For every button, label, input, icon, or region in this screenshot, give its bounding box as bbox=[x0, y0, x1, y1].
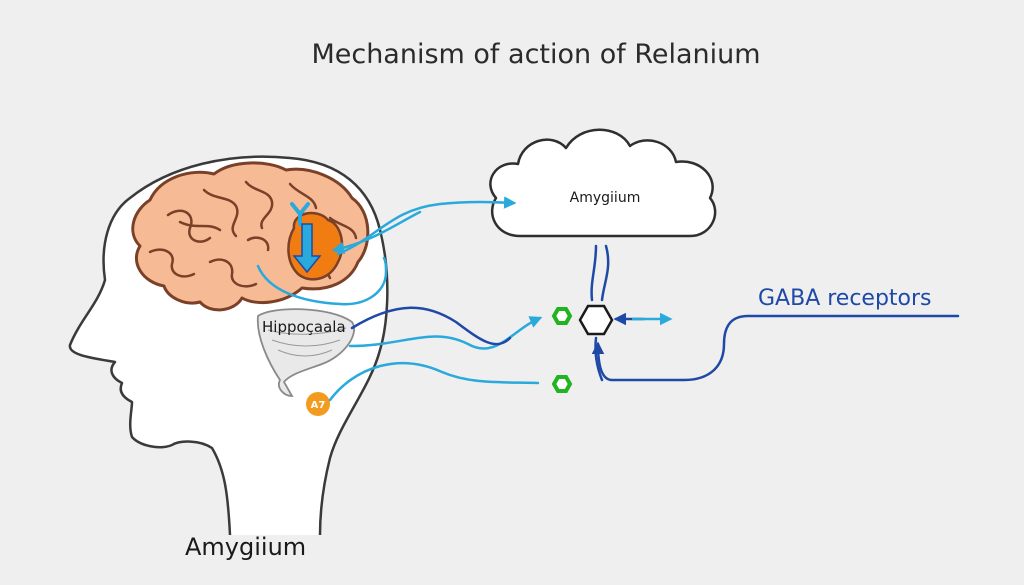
light-blue-pathways bbox=[256, 196, 543, 402]
amygdala-node bbox=[306, 392, 330, 416]
hippocampus-texture bbox=[267, 327, 347, 357]
diagram-title: Mechanism of action of Relanium bbox=[311, 39, 760, 70]
hippocampus: Hippoçaala bbox=[256, 308, 355, 397]
brain bbox=[131, 161, 370, 312]
receptor-y-icon bbox=[290, 202, 310, 226]
bottom-amygdala-label: Amygiium bbox=[185, 533, 306, 561]
dark-blue-pathways bbox=[350, 244, 960, 382]
curve-brain-loop bbox=[256, 256, 388, 306]
path-hippocampus-to-green-top bbox=[348, 316, 543, 350]
path-node-to-green-bottom bbox=[328, 362, 540, 402]
cloud-label: Amygiium bbox=[570, 190, 641, 206]
green-receptor-bottom bbox=[551, 375, 573, 393]
cloud-shape bbox=[489, 128, 717, 238]
arrow-brain-to-cloud bbox=[336, 196, 517, 256]
node-label: A7 bbox=[311, 400, 326, 411]
path-hippocampus-to-green-dark bbox=[350, 306, 512, 346]
green-receptor-top bbox=[551, 307, 573, 325]
arrow-cloud-to-amygdala bbox=[331, 210, 422, 255]
hippocampus-shape bbox=[256, 308, 355, 397]
amygdala-region bbox=[287, 211, 344, 281]
hexagon-receptor bbox=[578, 304, 614, 336]
down-arrow-icon bbox=[292, 223, 322, 274]
cloud-node: Amygiium bbox=[489, 128, 717, 238]
hippocampus-label: Hippoçaala bbox=[262, 318, 346, 336]
path-cloud-to-hexagon-left bbox=[590, 244, 598, 302]
path-cloud-to-hexagon-right bbox=[600, 244, 610, 302]
arrow-gaba-to-hexagon bbox=[591, 314, 960, 382]
gaba-receptors-label: GABA receptors bbox=[758, 286, 932, 311]
